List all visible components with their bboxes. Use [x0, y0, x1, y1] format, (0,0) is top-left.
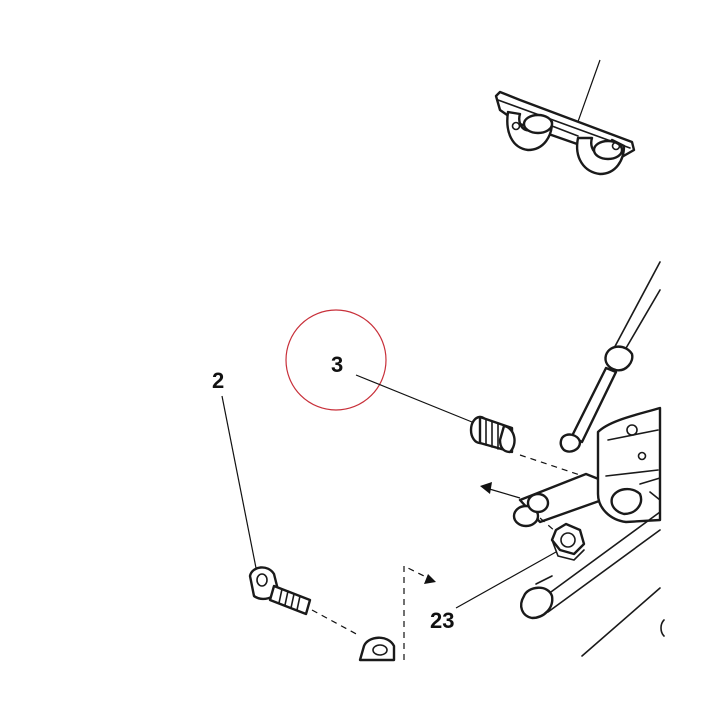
part-2-bolt: [248, 566, 312, 616]
part-23-hex-nut: [550, 522, 586, 561]
part-3-bushing: [469, 415, 516, 454]
callout-label-2: 2: [212, 368, 224, 393]
callout-label-23: 23: [430, 608, 454, 633]
top-bracket: [494, 59, 636, 176]
washer-partial: [358, 636, 396, 662]
assembly-guide-arrow: [403, 565, 436, 660]
highlight-circle: [285, 309, 387, 411]
callout-label-3: 3: [331, 352, 343, 377]
link-arm-assembly: [512, 261, 665, 657]
direction-arrow-left: [480, 482, 521, 499]
